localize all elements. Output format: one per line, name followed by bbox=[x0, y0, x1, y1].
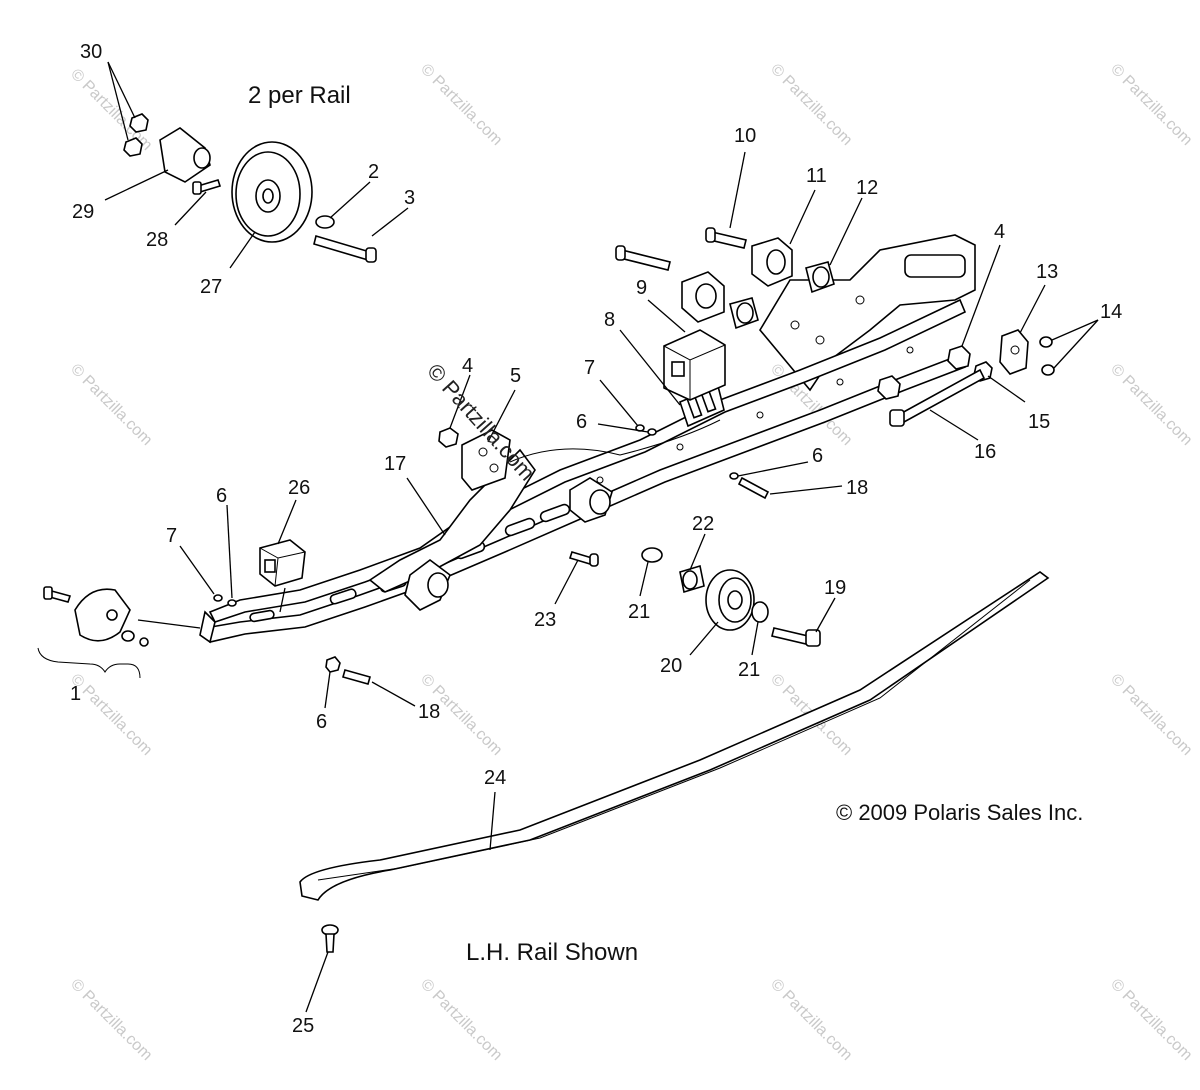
callout-13: 13 bbox=[1036, 261, 1058, 283]
watermark-text: © Partzilla.com bbox=[1107, 976, 1195, 1064]
spacer-12-lower-part bbox=[729, 297, 759, 330]
callout-17: 17 bbox=[384, 453, 406, 475]
screw-14-part bbox=[1039, 336, 1055, 376]
callout-8: 8 bbox=[604, 309, 615, 331]
callout-7-mid: 7 bbox=[584, 357, 595, 379]
callout-12: 12 bbox=[856, 177, 878, 199]
screw-7-front-part bbox=[213, 594, 223, 602]
watermark-text: © Partzilla.com bbox=[767, 61, 855, 149]
callout-28: 28 bbox=[146, 229, 168, 251]
spacer-22-part bbox=[679, 564, 705, 594]
callout-22: 22 bbox=[692, 513, 714, 535]
leader-lines bbox=[104, 61, 1099, 1013]
watermark-text: © Partzilla.com bbox=[67, 361, 155, 449]
nut-30-part bbox=[123, 113, 149, 157]
watermark-text: © Partzilla.com bbox=[417, 61, 505, 149]
callout-24: 24 bbox=[484, 767, 506, 789]
callout-3: 3 bbox=[404, 187, 415, 209]
callout-11: 11 bbox=[806, 165, 827, 187]
nut-4-part bbox=[438, 427, 459, 448]
watermark-text: © Partzilla.com bbox=[767, 976, 855, 1064]
callout-labels: 30 2 3 29 28 27 10 11 12 9 4 13 14 8 7 4… bbox=[70, 41, 1122, 1037]
wheel-assembly bbox=[123, 113, 377, 263]
wheel-27-part bbox=[231, 141, 313, 243]
bumper-1-part bbox=[43, 586, 149, 647]
callout-21-left: 21 bbox=[628, 601, 650, 623]
callout-27: 27 bbox=[200, 276, 222, 298]
bolt-28-part bbox=[192, 179, 222, 195]
caption-per-rail: 2 per Rail bbox=[248, 82, 351, 109]
watermark-text: © Partzilla.com bbox=[417, 976, 505, 1064]
screw-23-part bbox=[568, 551, 599, 567]
cable-8-part bbox=[509, 419, 721, 463]
rail-wheel-stub-front bbox=[404, 559, 451, 611]
callout-15: 15 bbox=[1028, 411, 1050, 433]
slide-rail-17-part bbox=[199, 234, 976, 644]
callout-4-rear: 4 bbox=[994, 221, 1005, 243]
callout-6-front: 6 bbox=[216, 485, 227, 507]
callout-10: 10 bbox=[734, 125, 756, 147]
callout-18-right: 18 bbox=[846, 477, 868, 499]
callout-5: 5 bbox=[510, 365, 521, 387]
bolt-10-part bbox=[705, 227, 747, 249]
callout-30: 30 bbox=[80, 41, 102, 63]
bolt-3-part bbox=[313, 234, 377, 263]
block-26-part bbox=[259, 539, 306, 587]
bushing-11-lower-part bbox=[681, 271, 725, 323]
bushing-11-part bbox=[751, 237, 793, 287]
callout-23: 23 bbox=[534, 609, 556, 631]
watermark-text: © Partzilla.com bbox=[67, 66, 155, 154]
plate-5-part bbox=[461, 429, 511, 491]
wear-strip-24-part bbox=[299, 571, 1050, 901]
watermark-text: © Partzilla.com bbox=[1107, 61, 1195, 149]
block-9-part bbox=[663, 329, 726, 401]
callout-29: 29 bbox=[72, 201, 94, 223]
bolt-16-part bbox=[889, 368, 986, 427]
watermark-text: © Partzilla.com bbox=[1107, 361, 1195, 449]
screw-18-lower-part bbox=[342, 669, 371, 685]
callout-26: 26 bbox=[288, 477, 310, 499]
watermark-text: © Partzilla.com bbox=[1107, 671, 1195, 759]
nut-4-rear-inner-part bbox=[877, 375, 901, 400]
washer-6-lower-part bbox=[325, 656, 341, 673]
callout-1: 1 bbox=[70, 683, 81, 705]
washer-21-part bbox=[641, 547, 663, 563]
bolt-10-lower-part bbox=[615, 245, 671, 271]
caption-rail-shown: L.H. Rail Shown bbox=[466, 939, 638, 966]
callout-6-right: 6 bbox=[812, 445, 823, 467]
callout-21-right: 21 bbox=[738, 659, 760, 681]
rail-wheel-stub-mid bbox=[569, 477, 613, 523]
bolt-19-part bbox=[771, 627, 821, 647]
callout-7-front: 7 bbox=[166, 525, 177, 547]
washer-6-front-part bbox=[227, 599, 237, 607]
screw-25-part bbox=[321, 924, 339, 953]
callout-6-lower: 6 bbox=[316, 711, 327, 733]
bracket-29-part bbox=[159, 127, 211, 183]
callout-2: 2 bbox=[368, 161, 379, 183]
washer-2-part bbox=[315, 215, 335, 229]
wheel-20-part bbox=[705, 569, 755, 631]
caption-copyright: © 2009 Polaris Sales Inc. bbox=[836, 800, 1083, 825]
callout-20: 20 bbox=[660, 655, 682, 677]
washer-6-part bbox=[729, 472, 739, 480]
callout-6-mid: 6 bbox=[576, 411, 587, 433]
callout-14: 14 bbox=[1100, 301, 1122, 323]
screw-18-part bbox=[737, 476, 770, 500]
callout-18-lower: 18 bbox=[418, 701, 440, 723]
callout-19: 19 bbox=[824, 577, 846, 599]
washer-21-second-part bbox=[751, 601, 769, 623]
bracket-1-indicator bbox=[37, 647, 141, 679]
spacer-12-part bbox=[805, 261, 835, 294]
watermark-text: © Partzilla.com bbox=[67, 976, 155, 1064]
callout-4-front: 4 bbox=[462, 355, 473, 377]
callout-9: 9 bbox=[636, 277, 647, 299]
washer-6-part bbox=[647, 428, 657, 436]
callout-16: 16 bbox=[974, 441, 996, 463]
callout-25: 25 bbox=[292, 1015, 314, 1037]
bracket-13-part bbox=[999, 329, 1029, 375]
